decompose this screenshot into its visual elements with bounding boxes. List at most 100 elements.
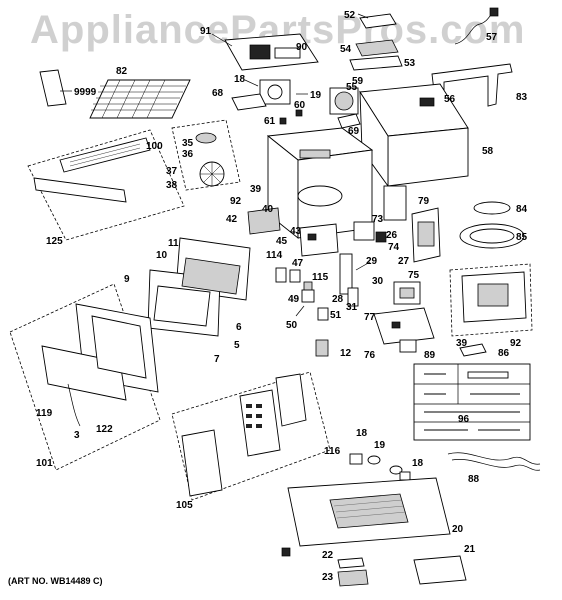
callout-89: 89 bbox=[424, 350, 436, 361]
hinge-3 bbox=[67, 383, 81, 427]
wire-harness-88 bbox=[447, 452, 541, 465]
callout-75: 75 bbox=[408, 270, 420, 281]
callout-37: 37 bbox=[166, 166, 178, 177]
magnetron-75 bbox=[393, 281, 421, 305]
part-21 bbox=[413, 555, 467, 585]
callout-49: 49 bbox=[288, 294, 300, 305]
callout-85: 85 bbox=[516, 232, 528, 243]
callout-100: 100 bbox=[146, 141, 163, 152]
hardware-kit-86 bbox=[413, 343, 531, 441]
callout-45: 45 bbox=[276, 236, 288, 247]
callout-105: 105 bbox=[176, 500, 193, 511]
vent-grille-kit bbox=[27, 129, 185, 241]
callout-58: 58 bbox=[482, 146, 494, 157]
callout-6: 6 bbox=[236, 322, 242, 333]
callout-122: 122 bbox=[96, 424, 113, 435]
callout-116: 116 bbox=[324, 446, 341, 457]
callout-96: 96 bbox=[458, 414, 470, 425]
lamp-sockets bbox=[349, 453, 411, 481]
callout-54: 54 bbox=[340, 44, 352, 55]
callout-68: 68 bbox=[212, 88, 224, 99]
callout-35: 35 bbox=[182, 138, 194, 149]
callout-23: 23 bbox=[322, 572, 334, 583]
callout-55: 55 bbox=[346, 82, 358, 93]
part-68 bbox=[231, 93, 267, 111]
part-51 bbox=[317, 307, 329, 321]
door-assembly bbox=[147, 237, 251, 337]
filter-42 bbox=[247, 207, 281, 235]
callout-18a: 18 bbox=[234, 74, 246, 85]
callout-labels: 9999 82 91 90 52 57 54 53 18 19 59 55 56… bbox=[36, 10, 528, 583]
part-12 bbox=[315, 339, 329, 357]
callout-119: 119 bbox=[36, 408, 53, 419]
callout-125: 125 bbox=[46, 236, 63, 247]
callout-31: 31 bbox=[346, 302, 358, 313]
control-panel-kit bbox=[171, 371, 331, 501]
callout-79: 79 bbox=[418, 196, 430, 207]
callout-114: 114 bbox=[266, 250, 283, 261]
interlock-assembly bbox=[339, 253, 371, 307]
door-frame-kit bbox=[9, 283, 161, 471]
blower-bracket bbox=[211, 33, 319, 71]
part-49 bbox=[301, 289, 315, 303]
part-74 bbox=[375, 231, 387, 243]
fan-motor bbox=[329, 87, 359, 115]
callout-90: 90 bbox=[296, 42, 308, 53]
callout-84: 84 bbox=[516, 204, 528, 215]
door-window-kit bbox=[449, 263, 533, 337]
callout-56: 56 bbox=[444, 94, 456, 105]
callout-86: 86 bbox=[498, 348, 510, 359]
roller-ring-84 bbox=[473, 201, 511, 215]
callout-53: 53 bbox=[404, 58, 416, 69]
callout-11: 11 bbox=[168, 238, 179, 249]
callout-5: 5 bbox=[234, 340, 240, 351]
callout-27: 27 bbox=[398, 256, 410, 267]
callout-19a: 19 bbox=[310, 90, 322, 101]
callout-92a: 92 bbox=[230, 196, 242, 207]
callout-39b: 39 bbox=[456, 338, 468, 349]
callout-36: 36 bbox=[182, 149, 194, 160]
power-plug bbox=[489, 7, 499, 17]
stirrer-kit bbox=[171, 119, 241, 191]
callout-10: 10 bbox=[156, 250, 168, 261]
callout-9: 9 bbox=[124, 274, 130, 285]
callout-3: 3 bbox=[74, 430, 80, 441]
callout-26: 26 bbox=[386, 230, 398, 241]
callout-74: 74 bbox=[388, 242, 400, 253]
manual-booklet bbox=[39, 69, 72, 107]
callout-57: 57 bbox=[486, 32, 498, 43]
control-board-79 bbox=[383, 185, 407, 221]
callout-38: 38 bbox=[166, 180, 178, 191]
callout-22: 22 bbox=[322, 550, 334, 561]
callout-73: 73 bbox=[372, 214, 384, 225]
callout-76: 76 bbox=[364, 350, 376, 361]
part-22 bbox=[337, 557, 365, 569]
bottom-panel-20 bbox=[287, 477, 451, 547]
base-plate-76 bbox=[373, 307, 435, 353]
transformer-73 bbox=[353, 221, 375, 241]
callout-101: 101 bbox=[36, 458, 53, 469]
art-number: (ART NO. WB14489 C) bbox=[8, 576, 103, 586]
latch-switches bbox=[275, 267, 313, 293]
callout-91: 91 bbox=[200, 26, 212, 37]
motor-assembly bbox=[244, 79, 308, 105]
callout-20: 20 bbox=[452, 524, 464, 535]
outer-case bbox=[359, 83, 469, 188]
callout-61: 61 bbox=[264, 116, 276, 127]
callout-7: 7 bbox=[214, 354, 220, 365]
callout-29: 29 bbox=[366, 256, 378, 267]
relay-board-45 bbox=[299, 223, 339, 257]
callout-42: 42 bbox=[226, 214, 238, 225]
oven-rack bbox=[89, 79, 191, 119]
part-23 bbox=[337, 569, 369, 587]
callout-9999: 9999 bbox=[74, 87, 97, 98]
vent-grilles bbox=[349, 13, 403, 71]
callout-83: 83 bbox=[516, 92, 528, 103]
callout-47: 47 bbox=[292, 258, 304, 269]
part-69 bbox=[337, 113, 361, 129]
callout-39a: 39 bbox=[250, 184, 262, 195]
part-plug bbox=[281, 547, 291, 557]
callout-60: 60 bbox=[294, 100, 306, 111]
oven-cavity bbox=[266, 127, 374, 239]
